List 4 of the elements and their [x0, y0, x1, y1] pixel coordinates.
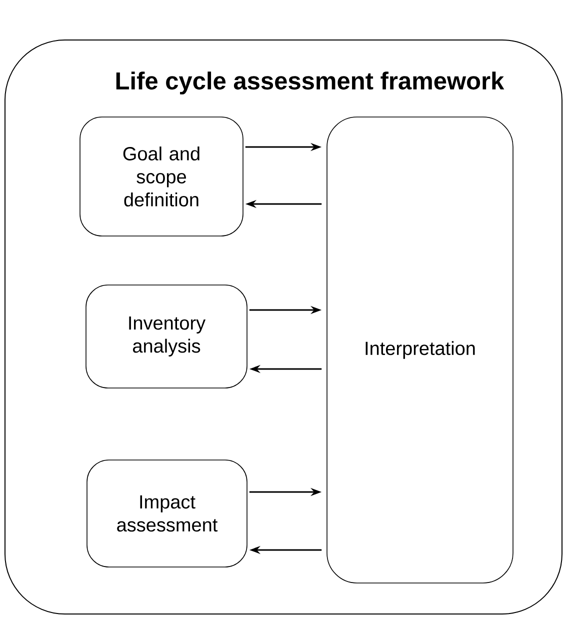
stage-box: Goal and scope definition — [80, 116, 244, 236]
interpretation-box: Interpretation — [326, 116, 514, 584]
stage-box: Inventory analysis — [86, 284, 248, 388]
stage-box: Impact assessment — [86, 460, 248, 568]
